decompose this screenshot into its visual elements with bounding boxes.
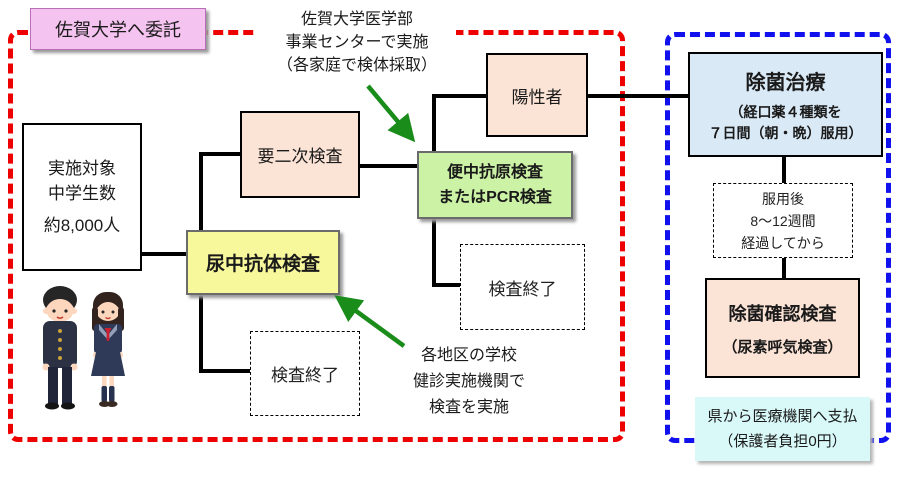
connector-line xyxy=(432,94,436,154)
commission-label: 佐賀大学へ委託 xyxy=(55,20,181,40)
connector-line xyxy=(358,164,420,168)
eradication-sub-line: ７日間（朝・晩）服用） xyxy=(708,124,863,141)
eradication-confirm-test-box: 除菌確認検査 （尿素呼気検査） xyxy=(705,278,860,378)
confirm-test-sub: （尿素呼気検査） xyxy=(722,338,843,356)
eradication-title: 除菌治療 xyxy=(745,71,826,94)
commission-label-box: 佐賀大学へ委託 xyxy=(30,8,206,50)
center-implementation-note: 佐賀大学医学部 事業センターで実施 （各家庭で検体採取） xyxy=(258,5,456,79)
connector-line xyxy=(199,152,244,156)
after-dose-wait-box: 服用後 8～12週間 経過してから xyxy=(713,183,853,258)
secondary-label: 要二次検査 xyxy=(257,147,343,166)
note-line: 検査を実施 xyxy=(428,399,509,416)
secondary-test-needed-box: 要二次検査 xyxy=(240,111,360,198)
connector-line xyxy=(782,155,786,185)
after-dose-line: 服用後 xyxy=(762,190,804,207)
target-line: 実施対象 xyxy=(48,159,116,178)
stool-test-line: 便中抗原検査 xyxy=(446,164,543,181)
target-count: 約8,000人 xyxy=(43,216,121,235)
urine-antibody-test-box: 尿中抗体検査 xyxy=(186,230,340,295)
positive-label: 陽性者 xyxy=(511,87,563,107)
connector-line xyxy=(199,369,254,373)
payment-note-box: 県から医療機関へ支払 （保護者負担0円） xyxy=(695,397,870,461)
test-end-lower-box: 検査終了 xyxy=(250,331,360,416)
after-dose-line: 8～12週間 xyxy=(750,212,816,229)
note-line: （各家庭で検体採取） xyxy=(276,56,437,74)
school-implementation-note: 各地区の学校 健診実施機関で 検査を実施 xyxy=(393,341,545,423)
after-dose-line: 経過してから xyxy=(741,234,825,251)
target-line: 中学生数 xyxy=(48,184,116,203)
target-students-box: 実施対象 中学生数 約8,000人 xyxy=(22,123,142,271)
note-line: 事業センターで実施 xyxy=(285,33,429,51)
connector-line xyxy=(432,94,490,98)
connector-line xyxy=(432,283,464,287)
note-line: 健診実施機関で xyxy=(412,373,525,390)
test-end-label: 検査終了 xyxy=(488,279,557,299)
test-end-label: 検査終了 xyxy=(271,366,339,385)
eradication-treatment-box: 除菌治療 （経口薬４種類を ７日間（朝・晩）服用） xyxy=(688,52,883,157)
connector-line xyxy=(432,216,436,287)
urine-test-label: 尿中抗体検査 xyxy=(205,254,320,275)
connector-line xyxy=(782,256,786,280)
connector-line xyxy=(142,252,190,256)
payment-line: （保護者負担0円） xyxy=(718,433,847,450)
positive-result-box: 陽性者 xyxy=(486,53,588,137)
note-line: 佐賀大学医学部 xyxy=(300,10,413,28)
payment-line: 県から医療機関へ支払 xyxy=(707,408,858,425)
connector-line xyxy=(586,94,690,98)
test-end-upper-box: 検査終了 xyxy=(460,244,585,330)
confirm-test-title: 除菌確認検査 xyxy=(728,303,837,324)
eradication-sub-line: （経口薬４種類を xyxy=(729,103,842,120)
note-line: 各地区の学校 xyxy=(420,347,517,364)
stool-test-line: またはPCR検査 xyxy=(438,189,552,206)
stool-antigen-pcr-test-box: 便中抗原検査 またはPCR検査 xyxy=(417,151,573,219)
